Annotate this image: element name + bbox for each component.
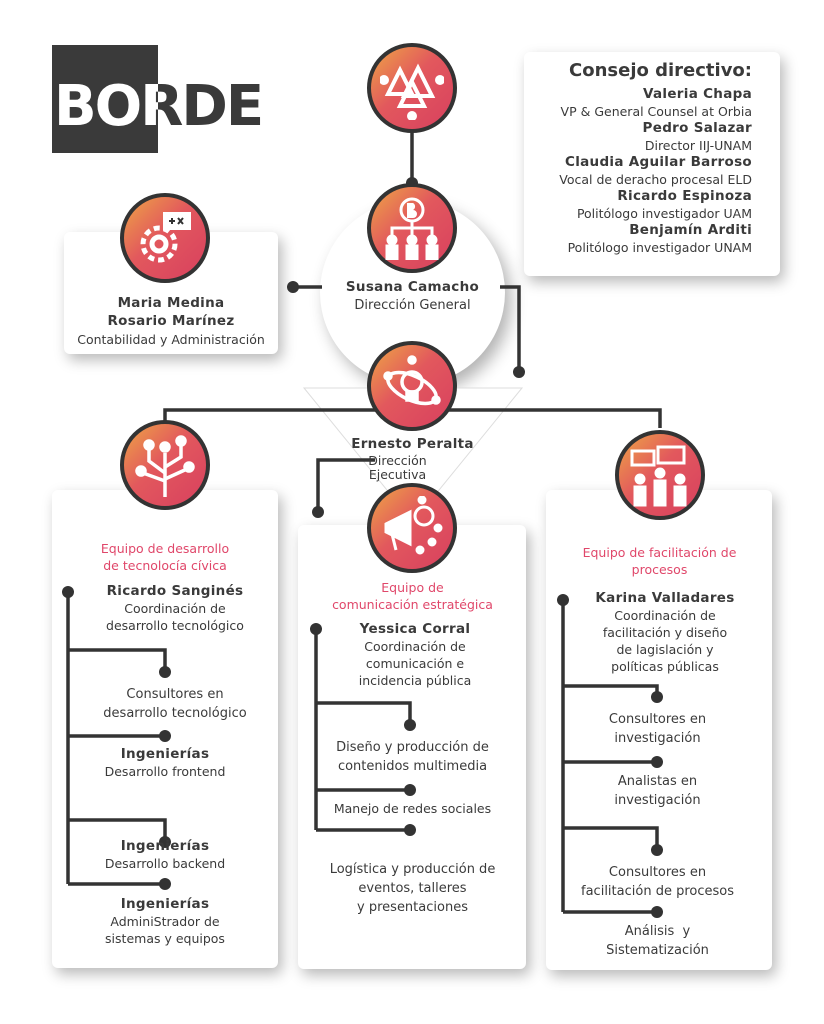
- circuit-tree-icon: [120, 420, 210, 510]
- item-line: Consultores en: [126, 687, 224, 702]
- lead-role: políticas públicas: [611, 659, 719, 674]
- consejo-title: Consejo directivo:: [569, 60, 752, 81]
- consejo-card: [524, 52, 780, 276]
- title-line: Equipo de desarrollo: [100, 541, 230, 556]
- svg-text:BORDE: BORDE: [54, 74, 262, 139]
- item-line: Diseño y producción de: [336, 740, 489, 755]
- member-role: Politólogo investigador UAM: [576, 206, 752, 221]
- item-line: desarrollo tecnológico: [103, 706, 247, 721]
- item-line: Manejo de redes sociales: [333, 801, 492, 816]
- comm-card: [298, 525, 526, 969]
- facil-team-title: Equipo de facilitación de procesos: [552, 544, 767, 578]
- facil-item: Consultores en facilitación de procesos: [555, 863, 760, 901]
- comm-item: Logística y producción de eventos, taller…: [305, 860, 520, 917]
- tech-team-title: Equipo de desarrollo de tecnolocía cívica: [60, 540, 270, 574]
- tech-item: Consultores en desarrollo tecnológico: [80, 685, 270, 723]
- title-line: Equipo de: [381, 580, 444, 595]
- lead-role: facilitación y diseño: [602, 625, 728, 640]
- ejecutiva-role-2: Ejecutiva: [368, 467, 427, 482]
- member-role: Director IIJ-UNAM: [644, 138, 752, 153]
- lead-name: Ricardo Sanginés: [106, 583, 244, 599]
- lead-role: desarrollo tecnológico: [106, 618, 244, 633]
- item-line: eventos, talleres: [358, 881, 467, 896]
- member-name: Benjamín Arditi: [629, 222, 752, 238]
- title-line: comunicación estratégica: [332, 597, 493, 612]
- comm-item: Manejo de redes sociales: [305, 800, 520, 817]
- lead-name: Karina Valladares: [595, 590, 735, 606]
- facil-item: Analistas en investigación: [555, 772, 760, 810]
- ejecutiva-role-1: Dirección: [368, 453, 427, 468]
- item-line: y presentaciones: [357, 900, 468, 915]
- item-line: investigación: [614, 731, 701, 746]
- item-name: Ingenierías: [120, 838, 210, 854]
- member-role: VP & General Counsel at Orbia: [560, 104, 752, 119]
- lead-role: Coordinación de: [364, 639, 466, 654]
- item-line: Sistematización: [606, 943, 709, 958]
- ejecutiva-name: Ernesto Peralta: [351, 436, 474, 452]
- member-name: Ricardo Espinoza: [617, 188, 752, 204]
- lightbulb-orbit-icon: [367, 341, 457, 431]
- item-line: sistemas y equipos: [105, 931, 225, 946]
- lead-role: de lagislación y: [616, 642, 714, 657]
- general-role: Dirección General: [354, 298, 471, 313]
- lead-role: Coordinación de: [614, 608, 716, 623]
- item-line: Desarrollo backend: [104, 856, 226, 871]
- comm-item: Diseño y producción de contenidos multime…: [305, 738, 520, 776]
- item-line: Analistas en: [617, 774, 698, 789]
- admin-name-1: Maria Medina: [117, 295, 225, 311]
- item-line: Desarrollo frontend: [104, 764, 226, 779]
- admin-name-2: Rosario Marínez: [107, 313, 235, 329]
- lead-role: Coordinación de: [124, 601, 226, 616]
- triangles-network-icon: [367, 43, 457, 133]
- lead-role: incidencia pública: [358, 673, 472, 688]
- director-team-icon: [367, 183, 457, 273]
- member-role: Vocal de deracho procesal ELD: [559, 172, 752, 187]
- member-name: Pedro Salazar: [642, 120, 752, 136]
- general-name: Susana Camacho: [345, 279, 480, 295]
- accounting-gear-icon: [120, 193, 210, 283]
- item-line: Consultores en: [608, 712, 707, 727]
- item-line: Análisis y: [624, 924, 691, 939]
- item-line: Logística y producción de: [329, 862, 496, 877]
- facil-item: Consultores en investigación: [555, 710, 760, 748]
- title-line: Equipo de facilitación de: [582, 545, 737, 560]
- item-name: Ingenierías: [120, 896, 210, 912]
- megaphone-icon: [367, 483, 457, 573]
- discussion-people-icon: [615, 430, 705, 520]
- item-line: AdminiStrador de: [110, 914, 220, 929]
- member-name: Valeria Chapa: [643, 86, 752, 102]
- facil-card: [546, 490, 772, 970]
- title-line: procesos: [631, 562, 688, 577]
- comm-team-title: Equipo de comunicación estratégica: [305, 579, 520, 613]
- lead-role: comunicación e: [365, 656, 465, 671]
- title-line: de tecnolocía cívica: [103, 558, 227, 573]
- item-name: Ingenierías: [120, 746, 210, 762]
- member-role: Politólogo investigador UNAM: [567, 240, 752, 255]
- item-line: facilitación de procesos: [581, 884, 734, 899]
- item-line: contenidos multimedia: [337, 759, 488, 774]
- item-line: Consultores en: [608, 865, 707, 880]
- item-line: investigación: [614, 793, 701, 808]
- borde-logo: BORDE BORDE: [52, 45, 266, 153]
- lead-name: Yessica Corral: [359, 621, 471, 637]
- consejo-block: Consejo directivo: Valeria Chapa VP & Ge…: [507, 58, 752, 256]
- admin-role: Contabilidad y Administración: [77, 332, 265, 347]
- facil-item: Análisis y Sistematización: [555, 922, 760, 960]
- member-name: Claudia Aguilar Barroso: [564, 154, 752, 170]
